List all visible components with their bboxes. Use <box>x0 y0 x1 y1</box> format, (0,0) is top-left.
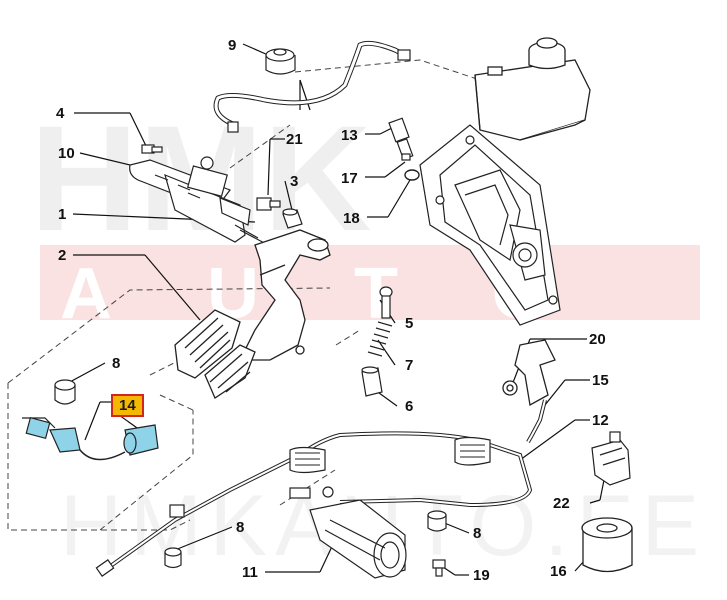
part-16-damper <box>581 517 633 573</box>
callout-19: 19 <box>473 567 490 584</box>
callout-12: 12 <box>592 412 609 429</box>
fluid-reservoir <box>474 37 591 141</box>
part-13-fitting <box>388 117 414 160</box>
callout-5: 5 <box>405 315 414 332</box>
callout-15: 15 <box>592 372 609 389</box>
watermark-logo: HMK AUTO <box>30 94 700 334</box>
part-9-grommet <box>265 48 296 75</box>
part-12-clutch-pipe <box>95 431 533 577</box>
part-20-bracket <box>502 339 556 407</box>
part-14-sensor <box>22 416 159 461</box>
callout-14-highlighted: 14 <box>111 394 144 417</box>
callout-13: 13 <box>341 127 358 144</box>
callout-9: 9 <box>228 37 237 54</box>
clutch-feed-hose <box>213 40 411 133</box>
leader-lines <box>67 43 606 576</box>
part-3-bushing <box>282 208 303 229</box>
callout-22: 22 <box>553 495 570 512</box>
part-11-slave-cylinder <box>289 486 407 579</box>
callout-8-lower: 8 <box>236 519 245 536</box>
part-5-pushrod-end <box>379 286 393 319</box>
callout-8-right: 8 <box>473 525 482 542</box>
callout-17: 17 <box>341 170 358 187</box>
part-22-connector-clip <box>591 431 631 486</box>
callout-10: 10 <box>58 145 75 162</box>
part-7-return-spring <box>367 321 393 357</box>
part-10-master-cylinder <box>129 156 269 246</box>
callout-4: 4 <box>56 105 65 122</box>
pedal-box-bracket <box>419 124 561 326</box>
part-15-pipe <box>526 399 547 443</box>
part-8-bumper-right <box>427 510 447 532</box>
part-8-bumper-lower <box>164 547 182 569</box>
callout-20: 20 <box>589 331 606 348</box>
callout-21: 21 <box>286 131 303 148</box>
callout-6: 6 <box>405 398 414 415</box>
part-6-spring-seat <box>361 366 383 397</box>
part-19-bolt <box>432 559 446 577</box>
callout-3: 3 <box>290 173 299 190</box>
part-21-bolt <box>256 197 281 211</box>
part-17-clip <box>401 153 411 161</box>
callout-16: 16 <box>550 563 567 580</box>
callout-8-upper: 8 <box>112 355 121 372</box>
callout-2: 2 <box>58 247 67 264</box>
callout-18: 18 <box>343 210 360 227</box>
callout-1: 1 <box>58 206 67 223</box>
part-1-pedal-lever <box>238 229 331 361</box>
part-4-bolt <box>141 144 163 154</box>
part-18-o-ring <box>404 169 420 181</box>
callout-11: 11 <box>242 564 258 581</box>
part-8-bumper-upper <box>54 379 76 405</box>
part-2-pedal-pad <box>174 309 256 399</box>
callout-7: 7 <box>405 357 414 374</box>
